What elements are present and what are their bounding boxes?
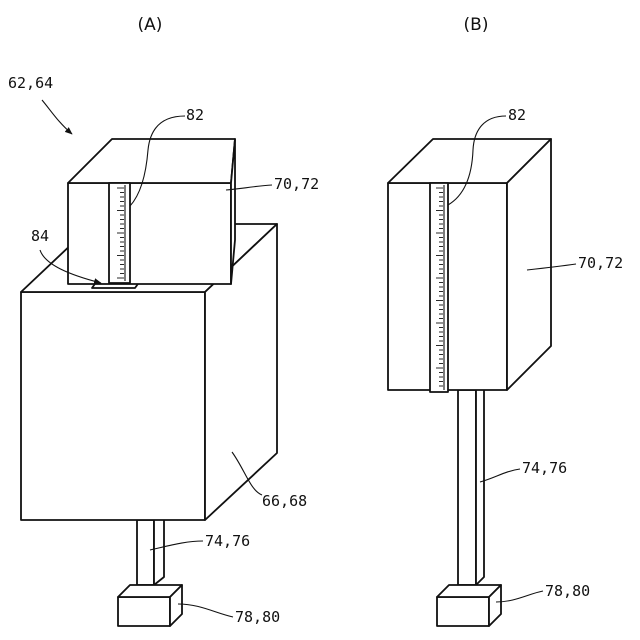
panel-a-base (118, 585, 182, 626)
panel-b-post-ref: 74,76 (522, 459, 567, 477)
panel-b-box (388, 139, 551, 390)
panel-a-upper-box-ref: 70,72 (274, 175, 319, 193)
panel-a-slot-ref: 84 (31, 227, 49, 245)
panel-a-assembly-ref: 62,64 (8, 74, 53, 92)
panel-b-label: (B) (464, 15, 489, 35)
panel-a-scale-ref: 82 (186, 106, 204, 124)
panel-a-lower-box-ref: 66,68 (262, 492, 307, 510)
panel-a: (A) 62,64 (8, 15, 319, 626)
panel-b-scale (430, 183, 448, 392)
panel-a-upper-box (68, 139, 235, 284)
panel-a-assembly-arrow (42, 100, 72, 134)
panel-a-post (137, 512, 164, 585)
panel-a-post-ref: 74,76 (205, 532, 250, 550)
panel-b-base (437, 585, 501, 626)
panel-b: (B) 82 70,72 74,76 (388, 15, 623, 626)
panel-b-post (458, 382, 484, 585)
panel-b-base-leader (496, 591, 543, 602)
panel-b-scale-ref: 82 (508, 106, 526, 124)
panel-a-scale (109, 183, 130, 283)
panel-b-post-leader (480, 469, 520, 482)
panel-a-label: (A) (138, 15, 163, 35)
panel-a-base-leader (178, 604, 233, 617)
panel-b-box-ref: 70,72 (578, 254, 623, 272)
panel-a-base-ref: 78,80 (235, 608, 280, 626)
panel-b-base-ref: 78,80 (545, 582, 590, 600)
